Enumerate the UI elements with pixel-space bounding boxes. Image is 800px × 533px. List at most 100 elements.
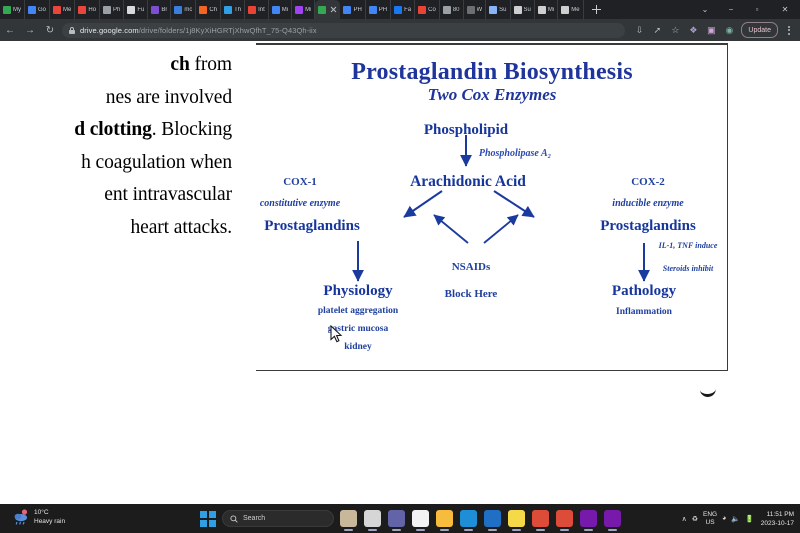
- diagram-arrows: [352, 135, 650, 282]
- tab-label: Su: [499, 6, 507, 13]
- archive-icon: [127, 5, 136, 14]
- three-dot-menu-icon[interactable]: [782, 22, 796, 38]
- battery-icon[interactable]: 🔋: [745, 515, 754, 523]
- outlook-icon[interactable]: [484, 510, 501, 531]
- minimize-button[interactable]: −: [728, 5, 734, 14]
- update-button[interactable]: Update: [741, 22, 778, 38]
- close-icon[interactable]: [330, 6, 337, 13]
- tab-label: Br: [161, 6, 168, 13]
- browser-tab[interactable]: W: [464, 0, 487, 19]
- back-button[interactable]: ←: [5, 24, 15, 36]
- search-input[interactable]: Search: [222, 510, 334, 527]
- browser-tab[interactable]: Ch: [196, 0, 222, 19]
- diagram-title: Prostaglandin Biosynthesis: [351, 59, 633, 85]
- browser-toolbar: ← → ↻ drive.google.com/drive/folders/1j8…: [0, 19, 800, 41]
- volume-icon[interactable]: 🔈: [731, 515, 741, 523]
- task-view-icon[interactable]: [364, 510, 381, 531]
- node-arachidonic-acid: Arachidonic Acid: [410, 173, 526, 190]
- chrome-icon[interactable]: [556, 510, 573, 531]
- browser-tab[interactable]: Int: [245, 0, 269, 19]
- tab-label: Fa: [404, 6, 412, 13]
- new-tab-button[interactable]: [588, 2, 604, 18]
- browser-tab[interactable]: Su: [511, 0, 535, 19]
- browser-tab[interactable]: Ph: [100, 0, 125, 19]
- browser-tab[interactable]: Ho: [75, 0, 101, 19]
- tab-search-button[interactable]: ⌄: [701, 5, 709, 14]
- tab-label: W: [476, 6, 483, 13]
- install-icon[interactable]: ⇩: [635, 24, 644, 35]
- globe-icon: [537, 5, 546, 14]
- reload-button[interactable]: ↻: [45, 24, 55, 36]
- bookmark-icon: [53, 5, 62, 14]
- tab-label: Me: [571, 6, 580, 13]
- bookmark-star-icon[interactable]: ☆: [671, 24, 680, 35]
- close-window-button[interactable]: ✕: [781, 5, 789, 14]
- clock[interactable]: 11:51 PM 2023-10-17: [761, 510, 794, 528]
- globe-icon: [513, 5, 522, 14]
- browser-tab[interactable]: Mi: [535, 0, 559, 19]
- browser-tab[interactable]: PH: [366, 0, 392, 19]
- widgets-icon[interactable]: [340, 510, 357, 531]
- chrome-icon[interactable]: [532, 510, 549, 531]
- profile-avatar-icon[interactable]: ◉: [725, 24, 734, 35]
- forward-button[interactable]: →: [25, 24, 35, 36]
- weather-widget[interactable]: 10°C Heavy rain: [14, 508, 65, 526]
- browser-tab[interactable]: Me: [50, 0, 76, 19]
- browser-tab[interactable]: Su: [486, 0, 511, 19]
- browser-tab[interactable]: Mi: [292, 0, 316, 19]
- side-panel-icon[interactable]: ▣: [707, 24, 716, 35]
- extensions-icon[interactable]: ❖: [689, 24, 698, 35]
- physiology-item-0: platelet aggregation: [317, 306, 399, 316]
- physiology-item-2: kidney: [344, 342, 372, 352]
- image-icon: [489, 5, 498, 14]
- onenote-icon[interactable]: [604, 510, 621, 531]
- browser-tab[interactable]: Mi: [269, 0, 293, 19]
- system-tray: ∧ ♻ ENG US ◕ 🔈 🔋 11:51 PM 2023-10-17: [682, 504, 794, 533]
- tab-label: Mi: [305, 6, 312, 13]
- language-indicator[interactable]: ENG US: [703, 511, 717, 527]
- browser-tab[interactable]: [315, 0, 341, 19]
- slide-image: Prostaglandin Biosynthesis Two Cox Enzym…: [256, 43, 728, 371]
- url-text: drive.google.com/drive/folders/1j8KyXiHG…: [80, 25, 317, 35]
- tab-label: 80: [452, 6, 460, 13]
- sticky-notes-icon[interactable]: [508, 510, 525, 531]
- teams-icon[interactable]: [388, 510, 405, 531]
- left-text-line: heart attacks.: [130, 216, 233, 238]
- slide-top-border: [256, 43, 728, 45]
- sync-icon[interactable]: ♻: [691, 515, 698, 523]
- facebook-icon: [394, 5, 403, 14]
- file-explorer-icon[interactable]: [436, 510, 453, 531]
- maximize-button[interactable]: ▫: [755, 5, 759, 14]
- store-icon[interactable]: [412, 510, 429, 531]
- browser-tab[interactable]: Co: [415, 0, 440, 19]
- browser-tab[interactable]: PH: [340, 0, 366, 19]
- browser-tab[interactable]: Br: [148, 0, 172, 19]
- tab-label: Int: [258, 6, 265, 13]
- browser-tab[interactable]: Fu: [124, 0, 149, 19]
- tray-chevron-icon[interactable]: ∧: [681, 515, 687, 523]
- edge-icon[interactable]: [460, 510, 477, 531]
- label-phospholipase: Phospholipase A₂: [478, 148, 552, 159]
- browser-tab[interactable]: My: [0, 0, 25, 19]
- share-icon[interactable]: ➚: [653, 24, 662, 35]
- windows-start-icon[interactable]: [200, 510, 216, 527]
- browser-tab[interactable]: Th: [221, 0, 246, 19]
- node-cox1-prostaglandins: Prostaglandins: [264, 218, 360, 234]
- browser-tab[interactable]: Go: [25, 0, 51, 19]
- doc-icon: [368, 5, 377, 14]
- browser-tab[interactable]: Me: [558, 0, 584, 19]
- language-top: ENG: [702, 510, 718, 518]
- browser-tab[interactable]: mc: [171, 0, 197, 19]
- address-bar[interactable]: drive.google.com/drive/folders/1j8KyXiHG…: [62, 22, 626, 38]
- mouse-cursor: [330, 325, 343, 343]
- wifi-icon[interactable]: ◕: [722, 515, 727, 522]
- tab-label: Th: [234, 6, 242, 13]
- browser-tab[interactable]: Fa: [391, 0, 416, 19]
- doc-icon: [343, 5, 352, 14]
- chrome-icon: [295, 5, 304, 14]
- browser-tab[interactable]: 80: [440, 0, 464, 19]
- pathology-item-0: Inflammation: [616, 307, 672, 317]
- onenote-icon[interactable]: [580, 510, 597, 531]
